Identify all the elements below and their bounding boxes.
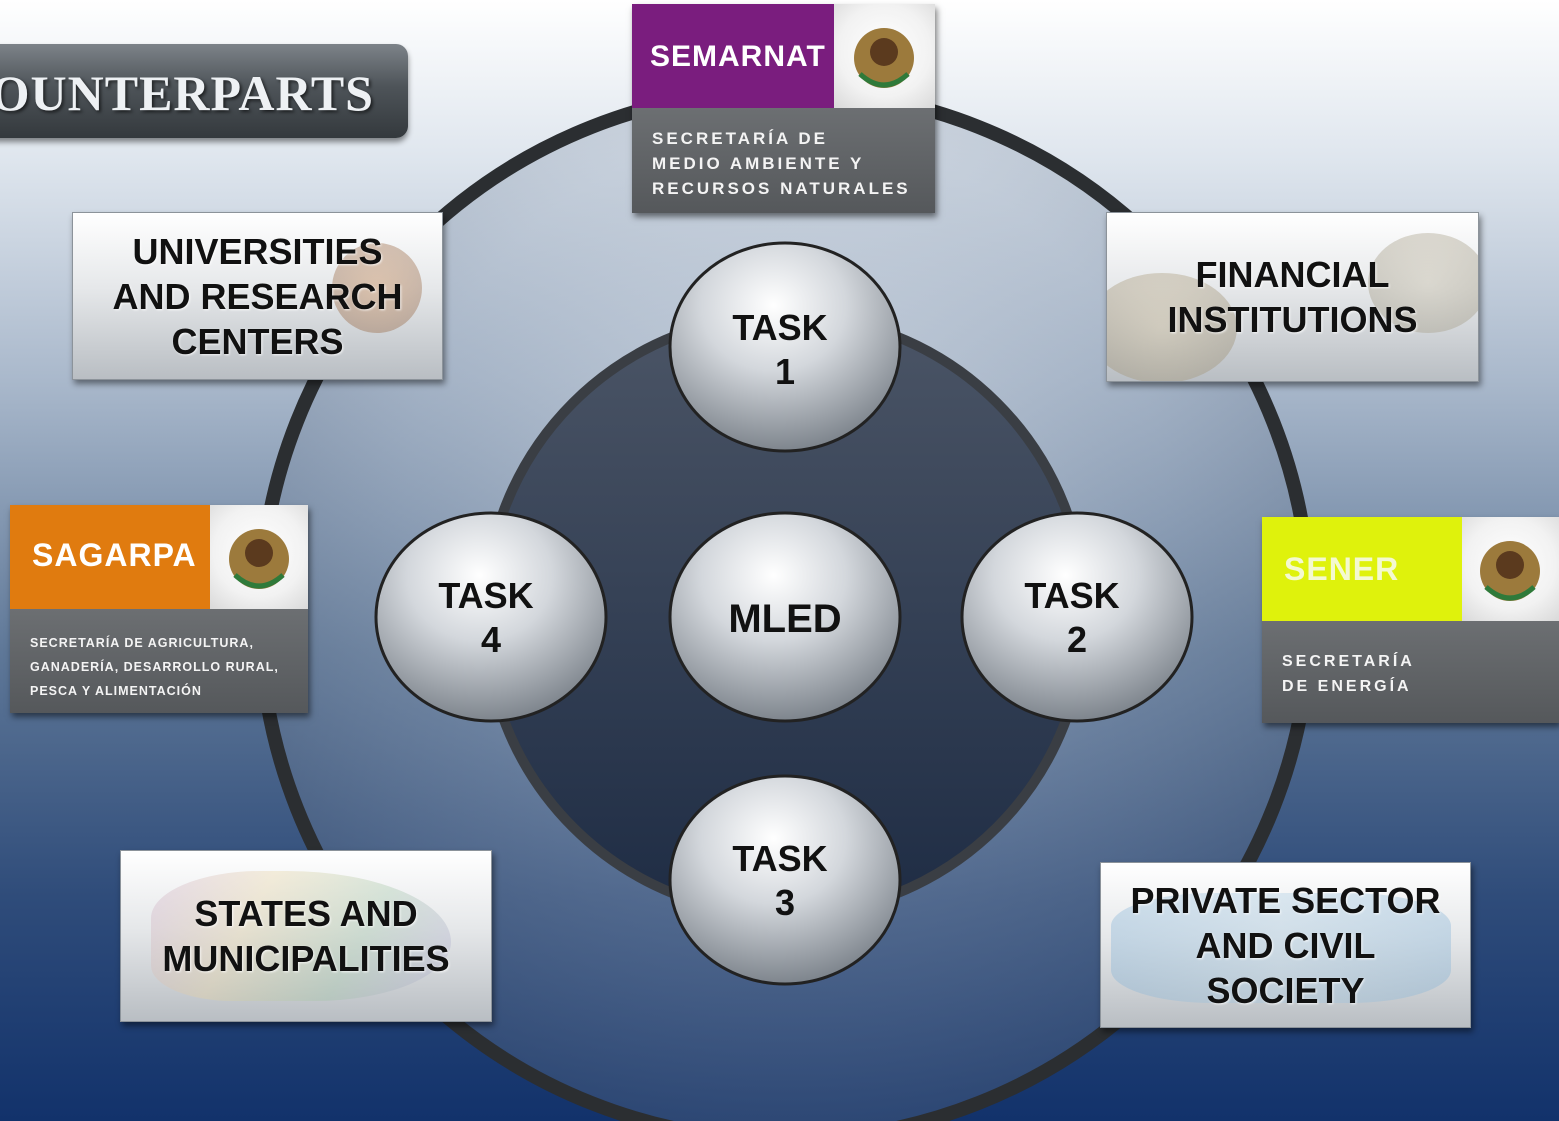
sagarpa-subtitle-band — [10, 609, 308, 713]
task-label-1: TASK 1 — [732, 307, 837, 392]
states-box[interactable]: STATES AND MUNICIPALITIES — [120, 850, 492, 1022]
task-node-1[interactable]: TASK 1 — [668, 241, 902, 453]
semarnat-subtitle-band — [632, 108, 935, 213]
universities-label: UNIVERSITIES AND RESEARCH CENTERS — [112, 230, 403, 362]
states-label: STATES AND MUNICIPALITIES — [162, 893, 450, 979]
coat-of-arms-icon — [210, 505, 308, 609]
task-label-4: TASK 4 — [438, 575, 543, 660]
coat-of-arms-icon — [1462, 517, 1559, 621]
task-label-3: TASK 3 — [732, 838, 837, 923]
task-node-2[interactable]: TASK 2 — [960, 511, 1194, 723]
sagarpa-banner — [10, 505, 210, 609]
sener-banner — [1262, 517, 1462, 621]
title-tab: OUNTERPARTS — [0, 44, 408, 138]
page-title: OUNTERPARTS — [0, 65, 374, 121]
center-label: MLED — [728, 597, 841, 641]
sener-name: SENER — [1284, 551, 1400, 587]
center-node[interactable]: MLED — [668, 511, 902, 723]
semarnat-banner — [632, 4, 834, 108]
coins-image — [1107, 273, 1237, 381]
decorative-image — [332, 243, 422, 333]
people-image — [1111, 893, 1451, 1003]
map-image — [151, 871, 451, 1001]
semarnat-subtitle: SECRETARÍA DE MEDIO AMBIENTE Y RECURSOS … — [652, 129, 911, 198]
sagarpa-subtitle: SECRETARÍA DE AGRICULTURA, GANADERÍA, DE… — [30, 636, 279, 698]
task-node-3[interactable]: TASK 3 — [668, 774, 902, 986]
financial-label: FINANCIAL INSTITUTIONS — [1167, 254, 1418, 340]
task-node-4[interactable]: TASK 4 — [374, 511, 608, 723]
coins-image — [1368, 233, 1478, 333]
task-label-2: TASK 2 — [1024, 575, 1129, 660]
sener-subtitle: SECRETARÍA DE ENERGÍA — [1282, 653, 1415, 695]
private-box[interactable]: PRIVATE SECTOR AND CIVIL SOCIETY — [1100, 862, 1471, 1028]
financial-box[interactable]: FINANCIAL INSTITUTIONS — [1106, 212, 1479, 382]
semarnat-name: SEMARNAT — [650, 40, 826, 73]
sener-subtitle-band — [1262, 621, 1559, 723]
sagarpa-name: SAGARPA — [32, 537, 197, 573]
coat-of-arms-icon — [834, 4, 935, 108]
universities-box[interactable]: UNIVERSITIES AND RESEARCH CENTERS — [72, 212, 443, 380]
private-label: PRIVATE SECTOR AND CIVIL SOCIETY — [1130, 879, 1441, 1011]
sener-logo[interactable]: SENER SECRETARÍA DE ENERGÍA — [1262, 517, 1559, 723]
sagarpa-logo[interactable]: SAGARPA SECRETARÍA DE AGRICULTURA, GANAD… — [10, 505, 308, 713]
semarnat-logo[interactable]: SEMARNAT SECRETARÍA DE MEDIO AMBIENTE Y … — [632, 4, 935, 213]
